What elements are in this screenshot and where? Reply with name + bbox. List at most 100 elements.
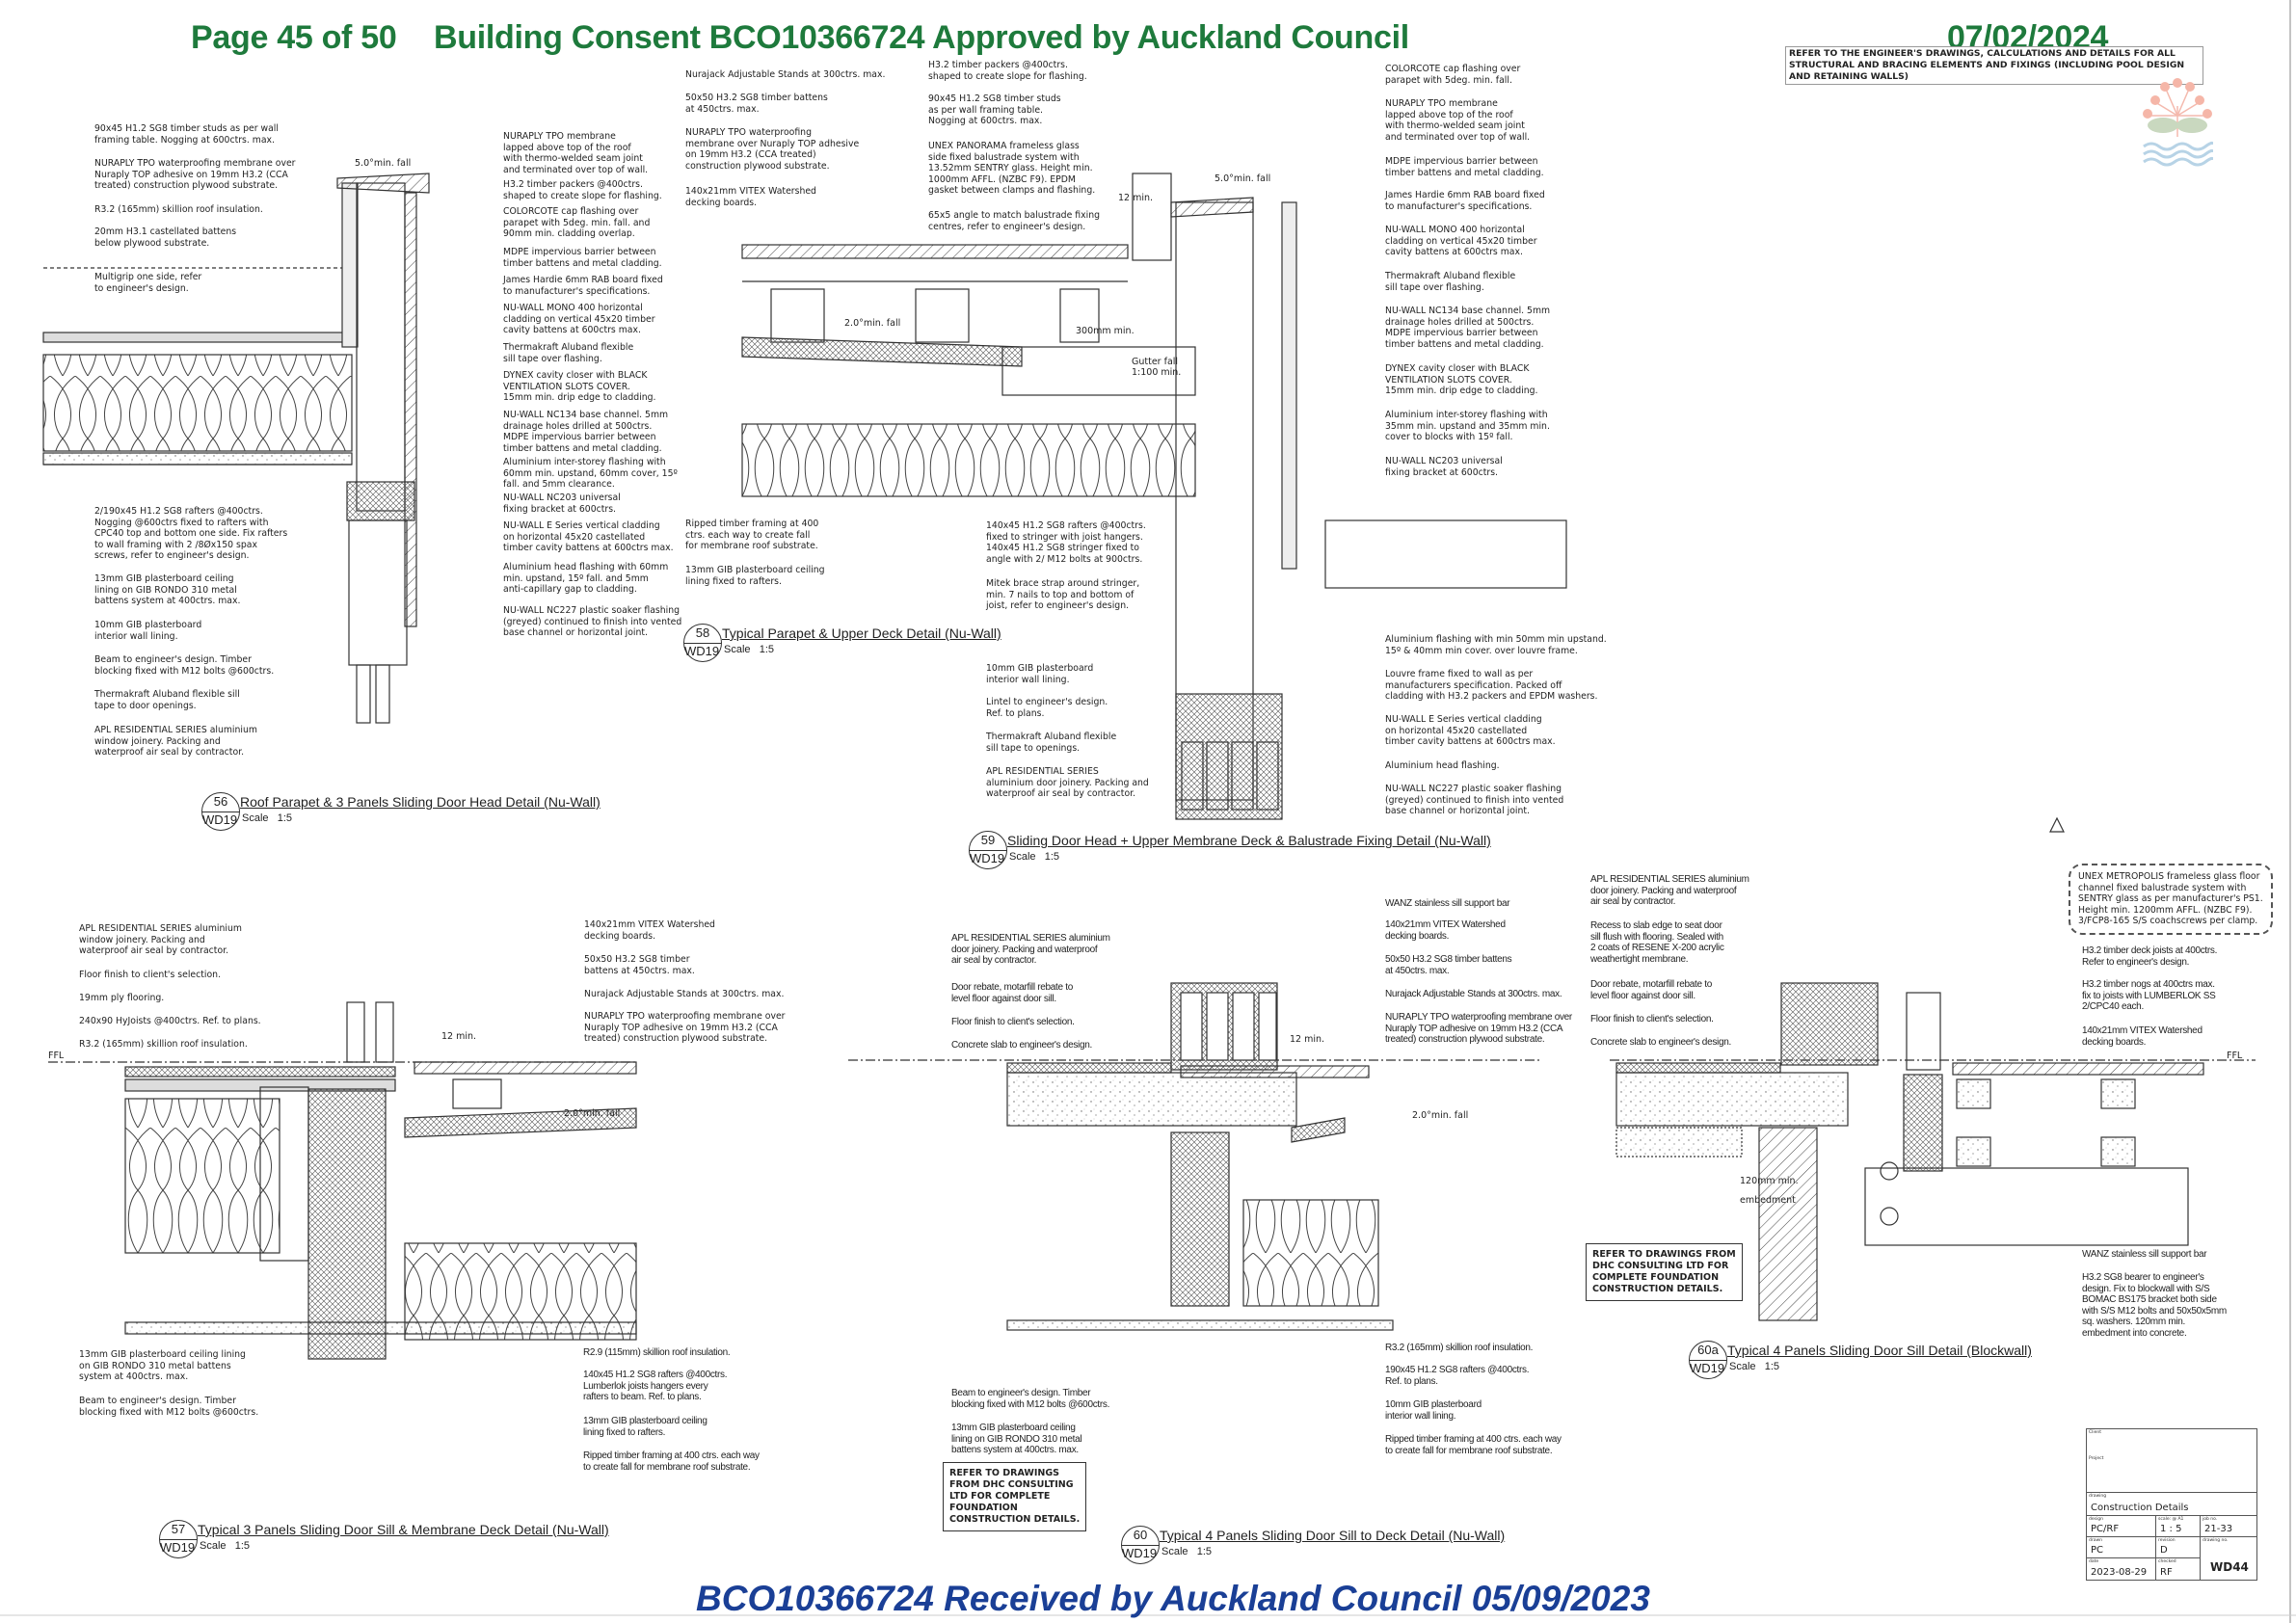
note: H3.2 timber packers @400ctrs. shaped to … [928,60,1087,82]
note: Aluminium head flashing with 60mm min. u… [503,562,669,596]
note: 140x45 H1.2 SG8 rafters @400ctrs. fixed … [986,520,1146,565]
detail-title: Typical 4 Panels Sliding Door Sill Detai… [1727,1343,2032,1358]
note: Concrete slab to engineer's design. [1590,1037,1731,1048]
detail-title: Typical 3 Panels Sliding Door Sill & Mem… [198,1522,609,1537]
design-label: design [2089,1517,2103,1522]
note: 13mm GIB plasterboard ceiling lining on … [94,573,241,607]
detail-scale: Scale 1:5 [1161,1546,1212,1557]
note: H3.2 timber nogs at 400ctrs max. fix to … [2082,979,2216,1013]
detail-bubble [159,1520,198,1558]
detail-title: Roof Parapet & 3 Panels Sliding Door Hea… [240,794,601,810]
note: Thermakraft Aluband flexible sill tape t… [986,732,1117,754]
note: Floor finish to client's selection. [79,970,222,980]
note: Thermakraft Aluband flexible sill tape t… [94,689,240,711]
note: APL RESIDENTIAL SERIES aluminium window … [94,725,257,758]
note: APL RESIDENTIAL SERIES aluminium door jo… [951,933,1110,967]
note: Door rebate, motarfill rebate to level f… [1590,979,1713,1001]
note: 13mm GIB plasterboard ceiling lining fix… [583,1416,707,1438]
note: 140x21mm VITEX Watershed decking boards. [1385,919,1506,942]
foundation-reference-callout: REFER TO DRAWINGS FROM DHC CONSULTING LT… [1586,1243,1743,1301]
drawn-value: PC [2091,1545,2104,1556]
note: NU-WALL NC203 universal fixing bracket a… [1385,456,1503,478]
detail-sheet-ref: WD19 [1689,1361,1725,1375]
detail-bubble [683,624,722,662]
note: 19mm ply flooring. [79,993,165,1003]
note: Nurajack Adjustable Stands at 300ctrs. m… [584,989,785,999]
detail-sheet-ref: WD19 [683,644,720,658]
scale-label: Scale [724,644,751,655]
note: NU-WALL MONO 400 horizontal cladding on … [1385,225,1537,258]
detail-scale: Scale 1:5 [1729,1361,1779,1372]
note: H3.2 timber packers @400ctrs. shaped to … [503,179,662,201]
note: R3.2 (165mm) skillion roof insulation. [94,204,263,215]
note: H3.2 timber deck joists at 400ctrs. Refe… [2082,945,2218,968]
detail-scale: Scale 1:5 [242,812,292,824]
note: Nurajack Adjustable Stands at 300ctrs. m… [1385,989,1562,999]
detail-title: Sliding Door Head + Upper Membrane Deck … [1007,833,1491,848]
note: DYNEX cavity closer with BLACK VENTILATI… [503,370,656,404]
revision-triangle-icon [2049,816,2065,833]
note: NURAPLY TPO waterproofing membrane over … [1385,1012,1572,1046]
scale-cell: scale: @ A1 1 : 5 [2156,1516,2201,1537]
detail-number: 57 [171,1522,186,1536]
note: Ripped timber framing at 400 ctrs. each … [1385,1434,1562,1456]
note: Multigrip one side, refer to engineer's … [94,272,202,294]
detail-number: 60 [1133,1528,1148,1542]
dim-label: 5.0°min. fall [355,158,412,169]
title-block: Client Project drawing Construction Deta… [2086,1428,2257,1581]
drawing-label: drawing [2089,1494,2107,1499]
note: 140x45 H1.2 SG8 rafters @400ctrs. Lumber… [583,1370,728,1403]
note: APL RESIDENTIAL SERIES aluminium door jo… [986,766,1149,800]
client-label: Client [2089,1430,2102,1435]
note: 140x21mm VITEX Watershed decking boards. [2082,1025,2203,1048]
engineer-drawings-notice: REFER TO THE ENGINEER'S DRAWINGS, CALCUL… [1785,46,2203,85]
dim-label: 2.0°min. fall [844,318,901,329]
note: Aluminium inter-storey flashing with 60m… [503,457,678,491]
balustrade-cloud-note: UNEX METROPOLIS frameless glass floor ch… [2069,864,2273,935]
note: Beam to engineer's design. Timber blocki… [79,1396,259,1418]
drawn-label: drawn [2089,1538,2102,1543]
note: MDPE impervious barrier between timber b… [1385,156,1544,178]
note: NURAPLY TPO waterproofing membrane over … [94,158,296,192]
detail-58-59-drawing [741,173,1567,820]
note: Louvre frame fixed to wall as per manufa… [1385,669,1598,703]
note: James Hardie 6mm RAB board fixed to manu… [1385,190,1545,212]
note: NU-WALL NC203 universal fixing bracket a… [503,492,621,515]
scale-value: 1:5 [759,644,774,655]
note: NU-WALL E Series vertical cladding on ho… [503,520,674,554]
note: James Hardie 6mm RAB board fixed to manu… [503,275,663,297]
note: Thermakraft Aluband flexible sill tape o… [1385,271,1516,293]
note: NU-WALL E Series vertical cladding on ho… [1385,714,1556,748]
note: Thermakraft Aluband flexible sill tape o… [503,342,634,364]
scale-value: 1:5 [1196,1546,1212,1557]
detail-sheet-ref: WD19 [969,851,1005,865]
note: Nurajack Adjustable Stands at 300ctrs. m… [685,69,886,80]
note: 13mm GIB plasterboard ceiling lining on … [79,1349,246,1383]
date-cell: date 2023-08-29 [2087,1558,2156,1580]
note: Floor finish to client's selection. [1590,1014,1714,1024]
note: Beam to engineer's design. Timber blocki… [94,654,275,677]
detail-sheet-ref: WD19 [159,1540,196,1555]
detail-bubble [201,792,240,831]
foundation-reference-callout: REFER TO DRAWINGS FROM DHC CONSULTING LT… [943,1462,1087,1531]
detail-bubble [969,831,1007,869]
dim-label: Gutter fall 1:100 min. [1132,357,1182,378]
note: NURAPLY TPO waterproofing membrane over … [685,127,860,172]
design-value: PC/RF [2091,1524,2120,1534]
note: R3.2 (165mm) skillion roof insulation. [1385,1343,1534,1353]
note: Floor finish to client's selection. [951,1017,1075,1027]
checked-label: checked [2158,1559,2176,1564]
note: Mitek brace strap around stringer, min. … [986,578,1140,612]
note: 2/190x45 H1.2 SG8 rafters @400ctrs. Nogg… [94,506,288,562]
note: Concrete slab to engineer's design. [951,1040,1092,1051]
note: 140x21mm VITEX Watershed decking boards. [584,919,715,942]
note: NURAPLY TPO waterproofing membrane over … [584,1011,786,1045]
date-value: 2023-08-29 [2091,1567,2148,1578]
revision-cell: revision D [2156,1537,2201,1558]
note: 13mm GIB plasterboard ceiling lining fix… [685,565,825,587]
note: Ripped timber framing at 400 ctrs. each … [685,519,819,552]
date-label: date [2089,1559,2099,1564]
note: 50x50 H3.2 SG8 timber battens at 450ctrs… [685,93,828,115]
detail-57-drawing [48,1001,637,1360]
note: 240x90 HyJoists @400ctrs. Ref. to plans. [79,1016,261,1026]
